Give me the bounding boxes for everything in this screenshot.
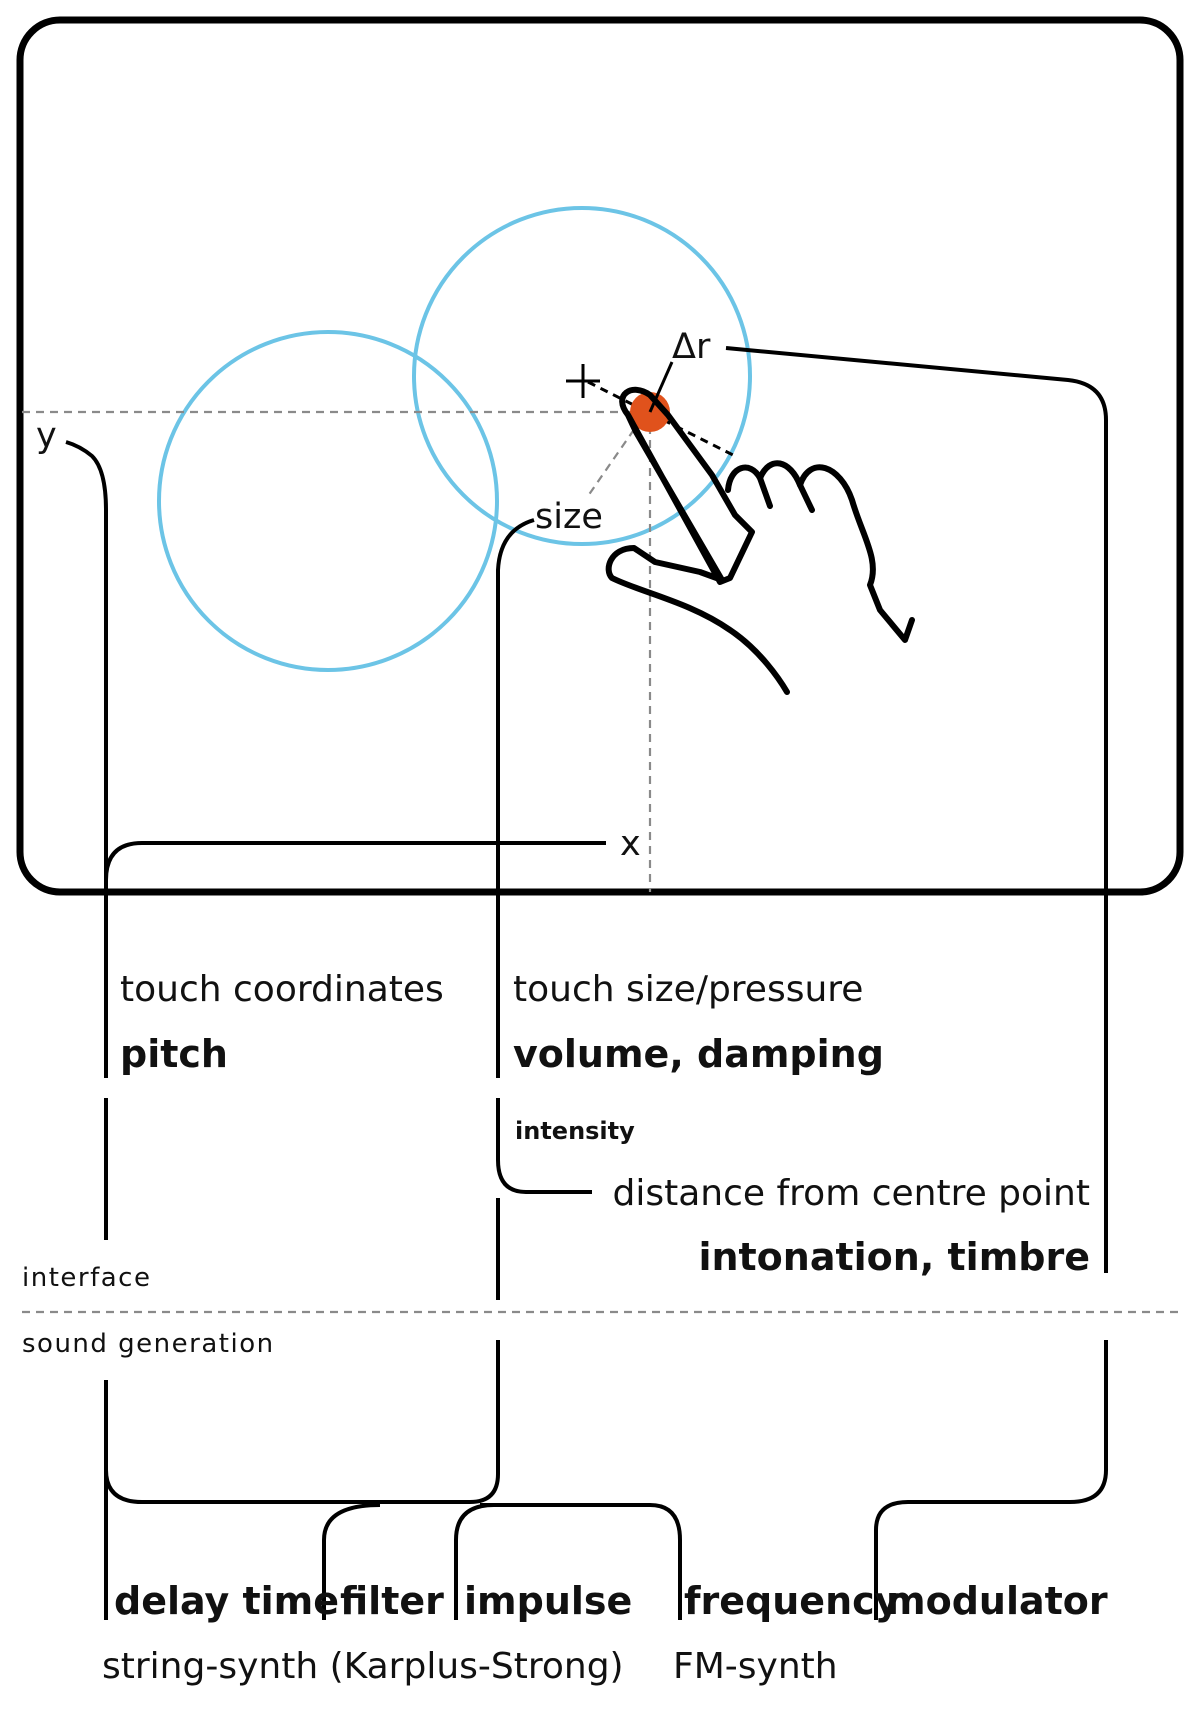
- fm-synth-label: FM-synth: [673, 1646, 838, 1687]
- bracket-string-synth: [104, 1340, 500, 1504]
- touch-circle-right: [412, 206, 752, 546]
- distance-text: distance from centre point: [613, 1173, 1091, 1214]
- sound-generation-section-label: sound generation: [22, 1329, 275, 1359]
- volume-column-lower: [496, 1098, 592, 1194]
- branch-impulse-to-frequency: [480, 1503, 682, 1620]
- param-filter: filter: [340, 1579, 444, 1623]
- touch-coordinates-text: touch coordinates: [120, 969, 444, 1010]
- pitch-text: pitch: [120, 1032, 228, 1076]
- y-axis-label: y: [36, 416, 57, 456]
- param-modulator: modulator: [886, 1579, 1108, 1623]
- touch-size-text: touch size/pressure: [513, 969, 863, 1010]
- param-frequency: frequency: [684, 1579, 900, 1623]
- connector-x: [104, 841, 606, 881]
- bracket-fm-synth: [874, 1340, 1108, 1620]
- connector-y: [65, 440, 108, 1078]
- intensity-text: intensity: [515, 1117, 635, 1145]
- size-label: size: [535, 497, 603, 537]
- param-impulse: impulse: [464, 1579, 632, 1623]
- param-delay-time: delay time: [114, 1579, 339, 1623]
- interface-section-label: interface: [22, 1263, 151, 1293]
- string-synth-label: string-synth (Karplus-Strong): [102, 1646, 624, 1687]
- branch-filter: [322, 1503, 381, 1620]
- volume-damping-text: volume, damping: [513, 1032, 884, 1076]
- delta-r-tick: [648, 361, 674, 413]
- x-axis-label: x: [620, 824, 641, 864]
- hand-icon: [605, 386, 915, 695]
- delta-r-label: Δr: [672, 327, 711, 367]
- touchscreen-frame: [16, 16, 1184, 896]
- connector-size: [496, 518, 535, 1078]
- intonation-timbre-text: intonation, timbre: [698, 1235, 1090, 1279]
- connector-delta-r: [725, 346, 1108, 1273]
- touch-circle-left: [157, 330, 499, 672]
